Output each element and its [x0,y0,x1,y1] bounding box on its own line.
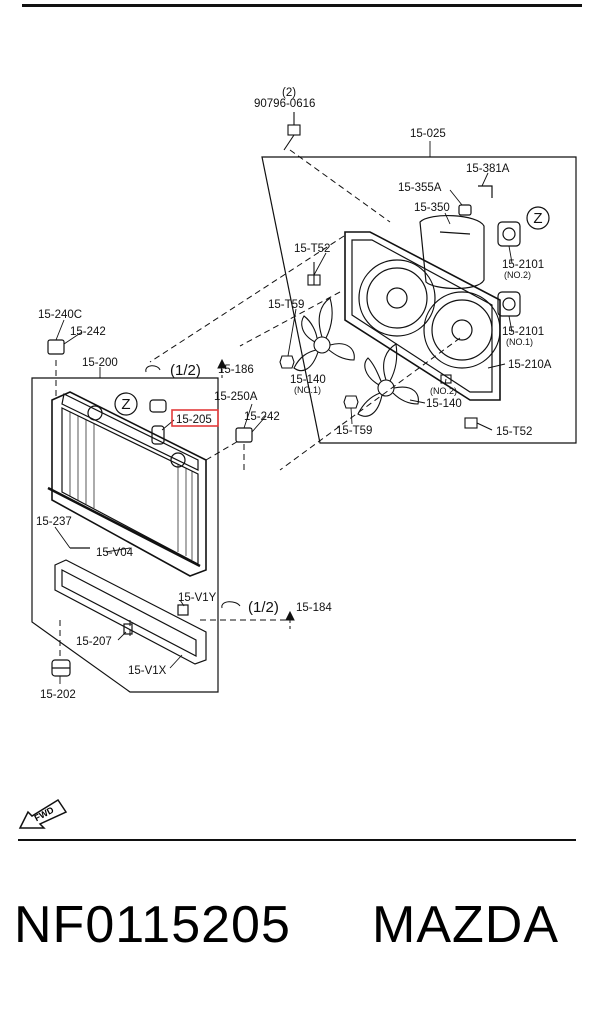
callout-hose-381a: 15-381A [466,163,510,175]
callout-bolt-t52-lower: 15-T52 [496,426,532,438]
callout-reserve-tank: 15-350 [414,202,450,214]
callout-nut-t59-left: 15-T59 [268,299,304,311]
callout-seal-v1y: 15-V1Y [178,592,217,604]
callout-fan-140-no1: 15-140 [290,374,326,386]
fan-shroud-panel [261,156,577,444]
callout-fan-shroud-set: 15-025 [410,128,446,140]
radiator-panel [31,339,253,693]
callout-bolt-t52-upper: 15-T52 [294,243,330,255]
callout-cap-205: 15-205 [176,414,212,426]
callout-motor-2101-no1: 15-2101 [502,326,544,338]
callout-fan-no1-tag: (NO.1) [294,385,321,395]
callout-motor-no1-tag: (NO.1) [506,337,533,347]
fwd-arrow-icon: FWD [18,798,68,829]
fan-blade-no2 [357,343,419,417]
callout-ref-lower-target: 15-184 [296,602,332,614]
callout-ref-upper-fraction: (1/2) [170,362,201,379]
callout-ref-lower-fraction: (1/2) [248,599,279,616]
brand-name: MAZDA [372,896,559,954]
part-number: NF0115205 [14,896,291,954]
zoom-marker-right: Z [526,206,550,230]
highlighted-part-box [171,409,219,427]
callout-mount-250a: 15-250A [214,391,258,403]
callout-bracket-242-right: 15-242 [244,411,280,423]
callout-ref-upper-target: 15-186 [218,364,254,376]
bottom-rule [18,839,576,841]
callout-mount-240c: 15-240C [38,309,82,321]
callout-motor-2101-no2: 15-2101 [502,259,544,271]
callout-labels: (2) 90796-0616 15-025 15-381A 15-355A 15… [36,87,552,701]
footer: NF0115205 MAZDA [0,895,600,975]
reference-arrows [145,358,295,632]
callout-insulator-202: 15-202 [40,689,76,701]
callout-bolt-207: 15-207 [76,636,112,648]
svg-text:Z: Z [533,210,542,227]
callout-fan-no2-tag: (NO.2) [430,386,457,396]
callout-drain-237: 15-237 [36,516,72,528]
callout-seal-v04: 15-V04 [96,547,134,559]
solid-leaders [54,141,513,684]
callout-seal-v1x: 15-V1X [128,665,167,677]
callout-bracket-242-left: 15-242 [70,326,106,338]
callout-motor-no2-tag: (NO.2) [504,270,531,280]
callout-cap-355a: 15-355A [398,182,442,194]
exploded-leaders [55,149,461,660]
svg-text:Z: Z [121,396,130,413]
exploded-parts-diagram: Z Z (2) 90796-0616 15-025 15-381A 15-355… [31,87,577,701]
callout-shroud-210a: 15-210A [508,359,552,371]
callout-bolt: 90796-0616 [254,98,315,110]
top-rule [22,4,582,7]
bolt-90796 [283,112,301,151]
fan-blade-no1 [293,297,355,372]
callout-radiator: 15-200 [82,357,118,369]
callout-bolt-qty: (2) [282,87,296,99]
callout-fan-140-no2: 15-140 [426,398,462,410]
callout-nut-t59-bottom: 15-T59 [336,425,372,437]
zoom-marker-left: Z [114,392,138,416]
